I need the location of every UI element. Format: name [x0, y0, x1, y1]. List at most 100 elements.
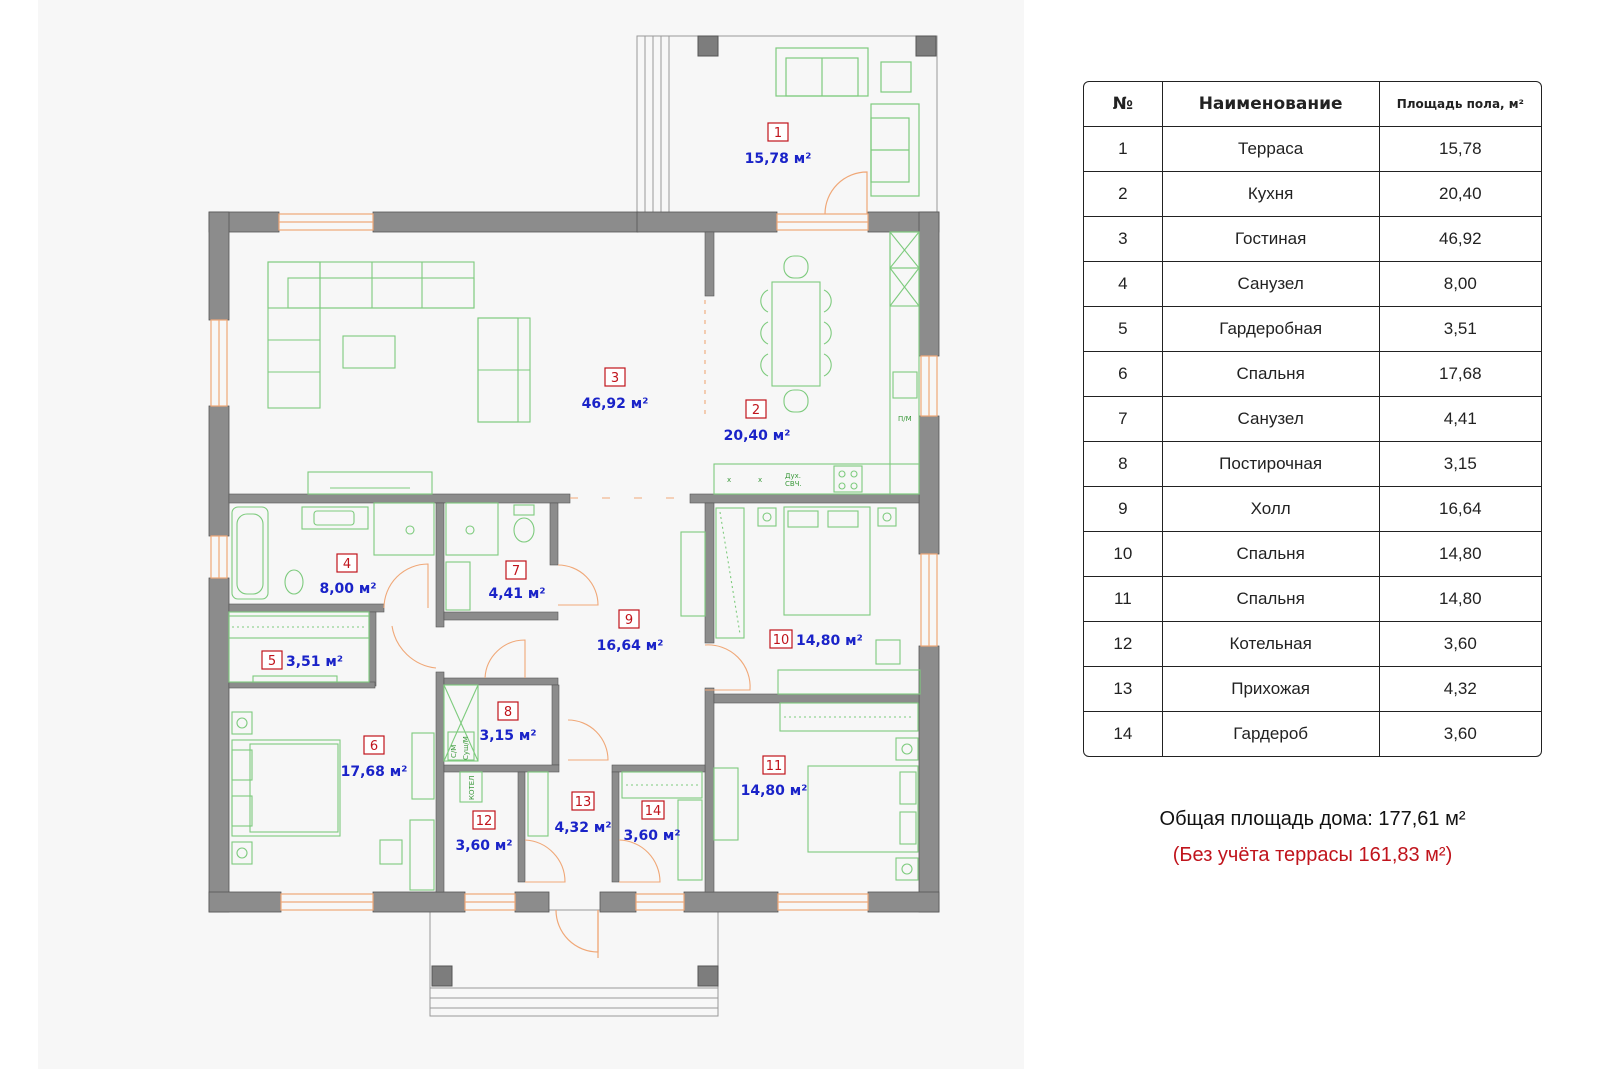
row-name: Спальня: [1162, 532, 1380, 577]
header-area: Площадь пола, м²: [1379, 82, 1541, 127]
row-area: 3,51: [1379, 307, 1541, 352]
row-name: Прихожая: [1162, 667, 1380, 712]
room-4-label: 4 8,00 м²: [320, 553, 377, 597]
room-area: 3,15 м²: [480, 728, 537, 744]
row-area: 17,68: [1379, 352, 1541, 397]
room-number: 11: [766, 759, 783, 774]
room-number: 14: [645, 804, 662, 819]
row-area: 3,60: [1443, 724, 1477, 743]
room-area: 3,60 м²: [624, 828, 681, 844]
room-area: 20,40 м²: [724, 428, 791, 444]
header-number: №: [1084, 82, 1163, 127]
header-name: Наименование: [1162, 82, 1380, 127]
room-3-label: 3 46,92 м²: [582, 367, 648, 412]
row-area: 16,64: [1379, 487, 1541, 532]
room-number: 5: [268, 654, 276, 669]
row-name: Кухня: [1162, 172, 1380, 217]
row-number: 4: [1084, 262, 1163, 307]
room-area: 17,68 м²: [341, 764, 408, 780]
row-area: 3,60: [1379, 622, 1541, 667]
room-8-label: 8 3,15 м²: [480, 701, 537, 744]
row-area: 4,32: [1379, 667, 1541, 712]
room-number: 10: [773, 633, 790, 648]
room-area: 4,41 м²: [489, 586, 546, 602]
room-area: 16,64 м²: [597, 638, 664, 654]
interior-walls: [228, 231, 920, 893]
room-labels: 1 15,78 м² 2 20,40 м² 3 46,92 м² 4 8,00 …: [261, 122, 863, 854]
room-area: 8,00 м²: [320, 581, 377, 597]
washer-label: С/М: [450, 745, 458, 758]
room-number: 2: [752, 403, 760, 418]
room-number: 6: [370, 739, 378, 754]
room-10-label: 10 14,80 м²: [769, 629, 863, 649]
row-number: 8: [1084, 442, 1163, 487]
room-area: 3,60 м²: [456, 838, 513, 854]
room-2-label: 2 20,40 м²: [724, 399, 791, 444]
room-number: 9: [625, 613, 633, 628]
row-area: 46,92: [1379, 217, 1541, 262]
row-area: 14,80: [1379, 532, 1541, 577]
room-number: 13: [575, 795, 592, 810]
row-number: 2: [1084, 172, 1163, 217]
room-number: 7: [512, 564, 520, 579]
row-number: 13: [1084, 667, 1163, 712]
room-number: 1: [774, 126, 782, 141]
room-9-label: 9 16,64 м²: [597, 609, 664, 654]
row-number: 3: [1084, 217, 1163, 262]
room-number: 12: [476, 814, 493, 829]
room-6-label: 6 17,68 м²: [341, 735, 408, 780]
appliance-mark-1: x: [727, 476, 731, 484]
row-number: 11: [1084, 577, 1163, 622]
room-5-label: 5 3,51 м²: [261, 650, 343, 670]
row-area: 20,40: [1379, 172, 1541, 217]
terrace-furniture: [775, 47, 920, 197]
room-number: 4: [343, 557, 351, 572]
fridge-label: П/М: [898, 415, 912, 423]
row-number: 1: [1084, 127, 1163, 172]
room-11-label: 11 14,80 м²: [741, 755, 808, 799]
exterior-walls: [208, 211, 940, 913]
row-number: 5: [1084, 307, 1163, 352]
floor-plan: П/М Дух. СВЧ. x x С/М Суш/М КОТЕЛ 1 15,7…: [208, 35, 940, 1017]
row-area: 8,00: [1379, 262, 1541, 307]
row-number: 7: [1084, 397, 1163, 442]
row-name: Гардеробная: [1162, 307, 1380, 352]
boiler-label: КОТЕЛ: [468, 776, 476, 800]
porch: [429, 909, 719, 1017]
room-12-label: 12 3,60 м²: [456, 810, 513, 854]
area-without-terrace: (Без учёта террасы 161,83 м²): [1172, 844, 1453, 866]
room-number: 8: [504, 705, 512, 720]
room-area: 4,32 м²: [555, 820, 612, 836]
furniture: [228, 231, 921, 891]
row-name: Холл: [1162, 487, 1380, 532]
room-13-label: 13 4,32 м²: [555, 791, 612, 836]
row-name: Санузел: [1162, 397, 1380, 442]
row-number: 6: [1084, 352, 1163, 397]
windows: [210, 213, 938, 911]
room-area: 15,78 м²: [745, 151, 812, 167]
row-area: 15,78: [1379, 127, 1541, 172]
row-number: 9: [1084, 487, 1163, 532]
table-header-row: № Наименование Площадь пола, м²: [1084, 82, 1541, 127]
row-name: Спальня: [1162, 352, 1380, 397]
doors: [383, 300, 751, 883]
total-area: Общая площадь дома: 177,61 м²: [1159, 808, 1466, 830]
room-area: 14,80 м²: [741, 783, 808, 799]
room-area: 3,51 м²: [286, 654, 343, 670]
room-7-label: 7 4,41 м²: [489, 560, 546, 602]
row-name: Гостиная: [1162, 217, 1380, 262]
dryer-label: Суш/М: [462, 736, 470, 760]
room-number: 3: [611, 371, 619, 386]
